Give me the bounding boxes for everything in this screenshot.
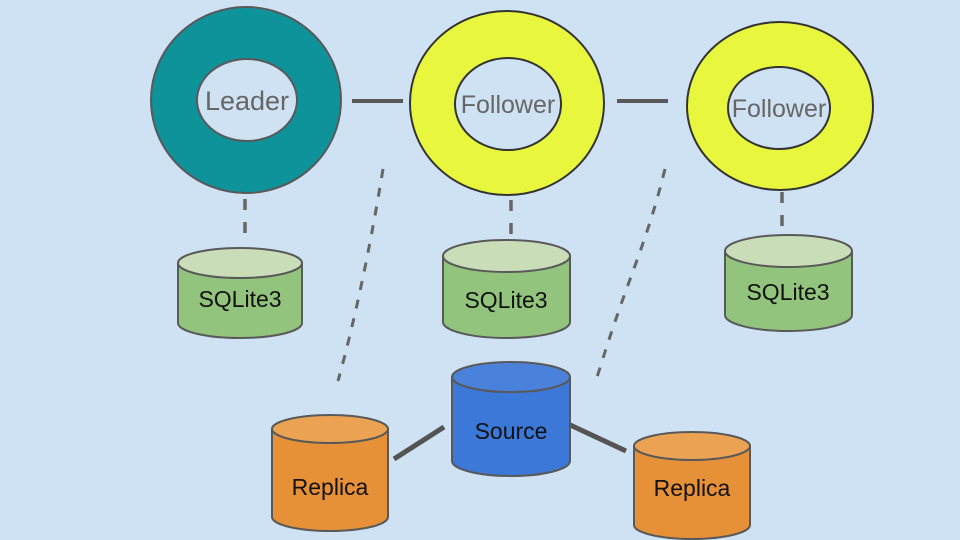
replication-path-left	[336, 168, 385, 382]
leader-ring-hole	[196, 58, 298, 142]
replica-cylinder-2[interactable]: Replica	[633, 431, 751, 540]
sqlite3-top	[724, 234, 853, 268]
replica1-body	[271, 428, 389, 532]
source-label: Source	[475, 418, 548, 444]
leader-label: Leader	[205, 86, 289, 116]
source-top	[451, 361, 571, 393]
sqlite3-body	[724, 250, 853, 332]
sqlite3-label: SQLite3	[746, 279, 829, 305]
sqlite2-body	[442, 255, 571, 339]
replica2-body	[633, 445, 751, 540]
sqlite1-top	[177, 247, 303, 279]
replication-path-right	[593, 168, 667, 385]
follower2-ring-hole	[727, 66, 831, 150]
follower1-ring-hole	[454, 57, 562, 151]
leader-node[interactable]: Leader	[150, 6, 342, 194]
replica2-label: Replica	[654, 475, 731, 501]
replica1-label: Replica	[292, 474, 369, 500]
follower-node-1[interactable]: Follower	[409, 10, 605, 196]
follower2-label: Follower	[732, 95, 826, 123]
sqlite1-label: SQLite3	[198, 286, 281, 312]
sqlite2-label: SQLite3	[464, 287, 547, 313]
sqlite-cylinder-2[interactable]: SQLite3	[442, 239, 571, 339]
connector-source-replica2	[566, 421, 628, 454]
replica1-top	[271, 414, 389, 444]
sqlite-cylinder-1[interactable]: SQLite3	[177, 247, 303, 339]
sqlite1-body	[177, 262, 303, 339]
follower1-label: Follower	[461, 91, 555, 119]
replica2-top	[633, 431, 751, 461]
follower-node-2[interactable]: Follower	[686, 21, 874, 191]
sqlite-cylinder-3[interactable]: SQLite3	[724, 234, 853, 332]
sqlite2-top	[442, 239, 571, 273]
replica-cylinder-1[interactable]: Replica	[271, 414, 389, 532]
source-cylinder[interactable]: Source	[451, 361, 571, 477]
source-body	[451, 376, 571, 477]
connector-source-replica1	[392, 424, 446, 462]
